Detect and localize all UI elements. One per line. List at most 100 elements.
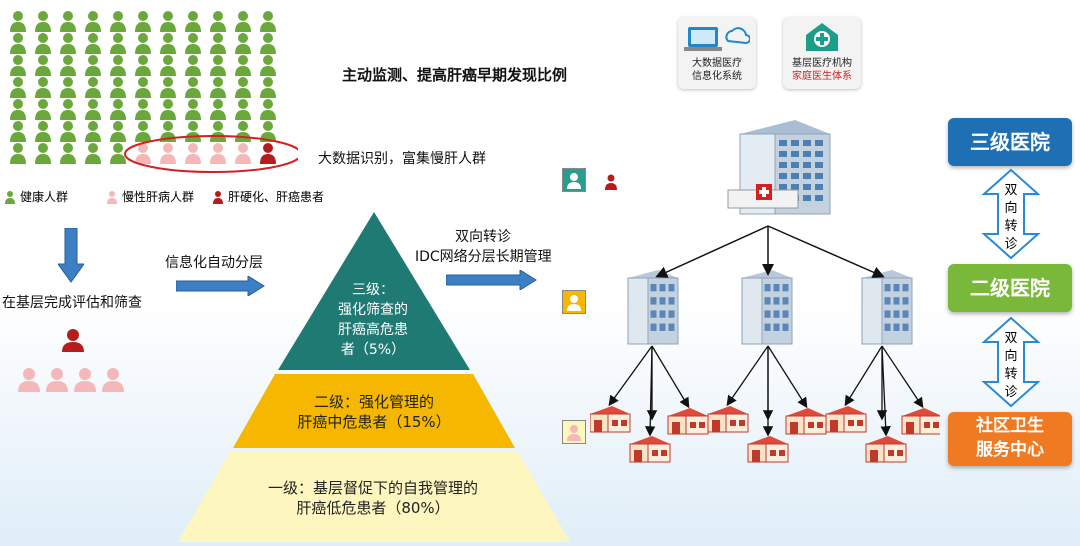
card-line: 家庭医生体系 bbox=[792, 71, 852, 82]
hospital-network bbox=[590, 120, 940, 463]
referral-text: 双 向 转 诊 bbox=[1000, 182, 1022, 254]
right-arrow-icon bbox=[446, 270, 537, 290]
clinic-icon bbox=[785, 408, 827, 435]
person-icon bbox=[85, 55, 101, 76]
arrow bbox=[726, 345, 769, 407]
person-icon bbox=[5, 190, 15, 204]
person-icon bbox=[210, 11, 226, 32]
tier-line: 二级：强化管理的 bbox=[313, 393, 434, 411]
person-icon bbox=[10, 99, 26, 120]
person-icon bbox=[563, 291, 585, 313]
tier-line: 强化筛查的 bbox=[338, 302, 408, 318]
person-icon bbox=[260, 143, 276, 164]
bidirectional-arrow-icon bbox=[981, 316, 1041, 408]
auto-stratify-label: 信息化自动分层 bbox=[165, 255, 263, 271]
person-icon bbox=[185, 77, 201, 98]
person-icon bbox=[135, 55, 151, 76]
person-icon bbox=[160, 99, 176, 120]
arrow bbox=[651, 345, 690, 409]
person-icon bbox=[10, 33, 26, 54]
person-icon bbox=[110, 33, 126, 54]
referral-char: 向 bbox=[1004, 201, 1018, 216]
person-icon bbox=[160, 11, 176, 32]
secondary-hospital-icon bbox=[861, 270, 913, 345]
person-icon bbox=[235, 11, 251, 32]
person-icon bbox=[260, 77, 276, 98]
referral-char: 转 bbox=[1004, 367, 1018, 382]
person-icon bbox=[35, 11, 51, 32]
referral-char: 双 bbox=[1004, 331, 1018, 346]
person-icon bbox=[85, 99, 101, 120]
person-icon bbox=[160, 143, 176, 164]
legend: 健康人群 慢性肝病人群 肝硬化、肝癌患者 bbox=[4, 188, 324, 205]
legend-label: 健康人群 bbox=[20, 190, 69, 204]
arrow bbox=[881, 345, 924, 409]
person-icon bbox=[260, 55, 276, 76]
person-icon bbox=[135, 121, 151, 142]
person-icon bbox=[10, 55, 26, 76]
person-icon bbox=[35, 77, 51, 98]
pyramid-tier-3 bbox=[278, 212, 470, 370]
secondary-hospital-box: 二级医院 bbox=[948, 264, 1072, 312]
patient-avatar bbox=[562, 168, 586, 192]
idc-label: IDC网络分层长期管理 bbox=[415, 249, 552, 265]
tier-line: 三级： bbox=[352, 282, 394, 298]
person-icon bbox=[210, 99, 226, 120]
person-icon bbox=[160, 77, 176, 98]
person-icon bbox=[210, 121, 226, 142]
person-icon bbox=[260, 11, 276, 32]
person-icon bbox=[185, 121, 201, 142]
person-icon bbox=[60, 33, 76, 54]
pyramid-tier-1 bbox=[178, 452, 570, 542]
clinic-icon bbox=[806, 23, 838, 51]
person-icon bbox=[213, 190, 224, 204]
person-icon bbox=[235, 77, 251, 98]
person-icon bbox=[185, 33, 201, 54]
person-icon bbox=[185, 11, 201, 32]
card-line: 信息化系统 bbox=[692, 71, 742, 82]
clinic-icon bbox=[865, 436, 907, 463]
person-icon bbox=[85, 121, 101, 142]
legend-label: 肝硬化、肝癌患者 bbox=[228, 190, 325, 204]
arrow bbox=[608, 345, 653, 407]
person-icon bbox=[107, 190, 118, 204]
person-icon bbox=[185, 99, 201, 120]
tertiary-hospital-box: 三级医院 bbox=[948, 118, 1072, 166]
person-icon bbox=[235, 55, 251, 76]
person-icon bbox=[185, 143, 201, 164]
person-icon bbox=[160, 33, 176, 54]
person-icon bbox=[235, 33, 251, 54]
person-icon bbox=[35, 99, 51, 120]
computer-cloud-icon bbox=[684, 27, 751, 51]
person-icon bbox=[110, 77, 126, 98]
tier-line: 者（5%） bbox=[340, 342, 406, 358]
person-icon bbox=[605, 174, 617, 190]
tier2-text: 二级：强化管理的 肝癌中危患者（15%） bbox=[254, 392, 494, 432]
community-center-box: 社区卫生 服务中心 bbox=[948, 412, 1072, 466]
clinic-icon bbox=[667, 408, 709, 435]
tier-line: 肝癌高危患 bbox=[338, 322, 408, 338]
person-icon bbox=[110, 99, 126, 120]
legend-item-healthy: 健康人群 bbox=[4, 188, 68, 205]
person-icon bbox=[210, 33, 226, 54]
person-icon bbox=[85, 143, 101, 164]
tier-line: 肝癌中危患者（15%） bbox=[297, 413, 451, 431]
person-icon bbox=[235, 99, 251, 120]
population-crowd bbox=[10, 11, 298, 173]
person-icon bbox=[110, 11, 126, 32]
tier3-text: 三级： 强化筛查的 肝癌高危患 者（5%） bbox=[318, 280, 428, 360]
clinic-icon bbox=[747, 436, 789, 463]
person-icon bbox=[10, 77, 26, 98]
down-arrow-icon bbox=[58, 228, 84, 283]
referral-label: 双向转诊 bbox=[455, 229, 511, 245]
person-icon bbox=[60, 11, 76, 32]
person-icon bbox=[235, 121, 251, 142]
arrow bbox=[844, 345, 883, 407]
patient-avatar bbox=[562, 420, 586, 444]
person-icon bbox=[10, 11, 26, 32]
person-icon bbox=[35, 121, 51, 142]
right-arrow-icon bbox=[176, 276, 265, 296]
tier-line: 肝癌低危患者（80%） bbox=[296, 499, 450, 517]
person-icon bbox=[563, 169, 585, 191]
family-doctor-card: 基层医疗机构 家庭医生体系 bbox=[783, 17, 861, 89]
